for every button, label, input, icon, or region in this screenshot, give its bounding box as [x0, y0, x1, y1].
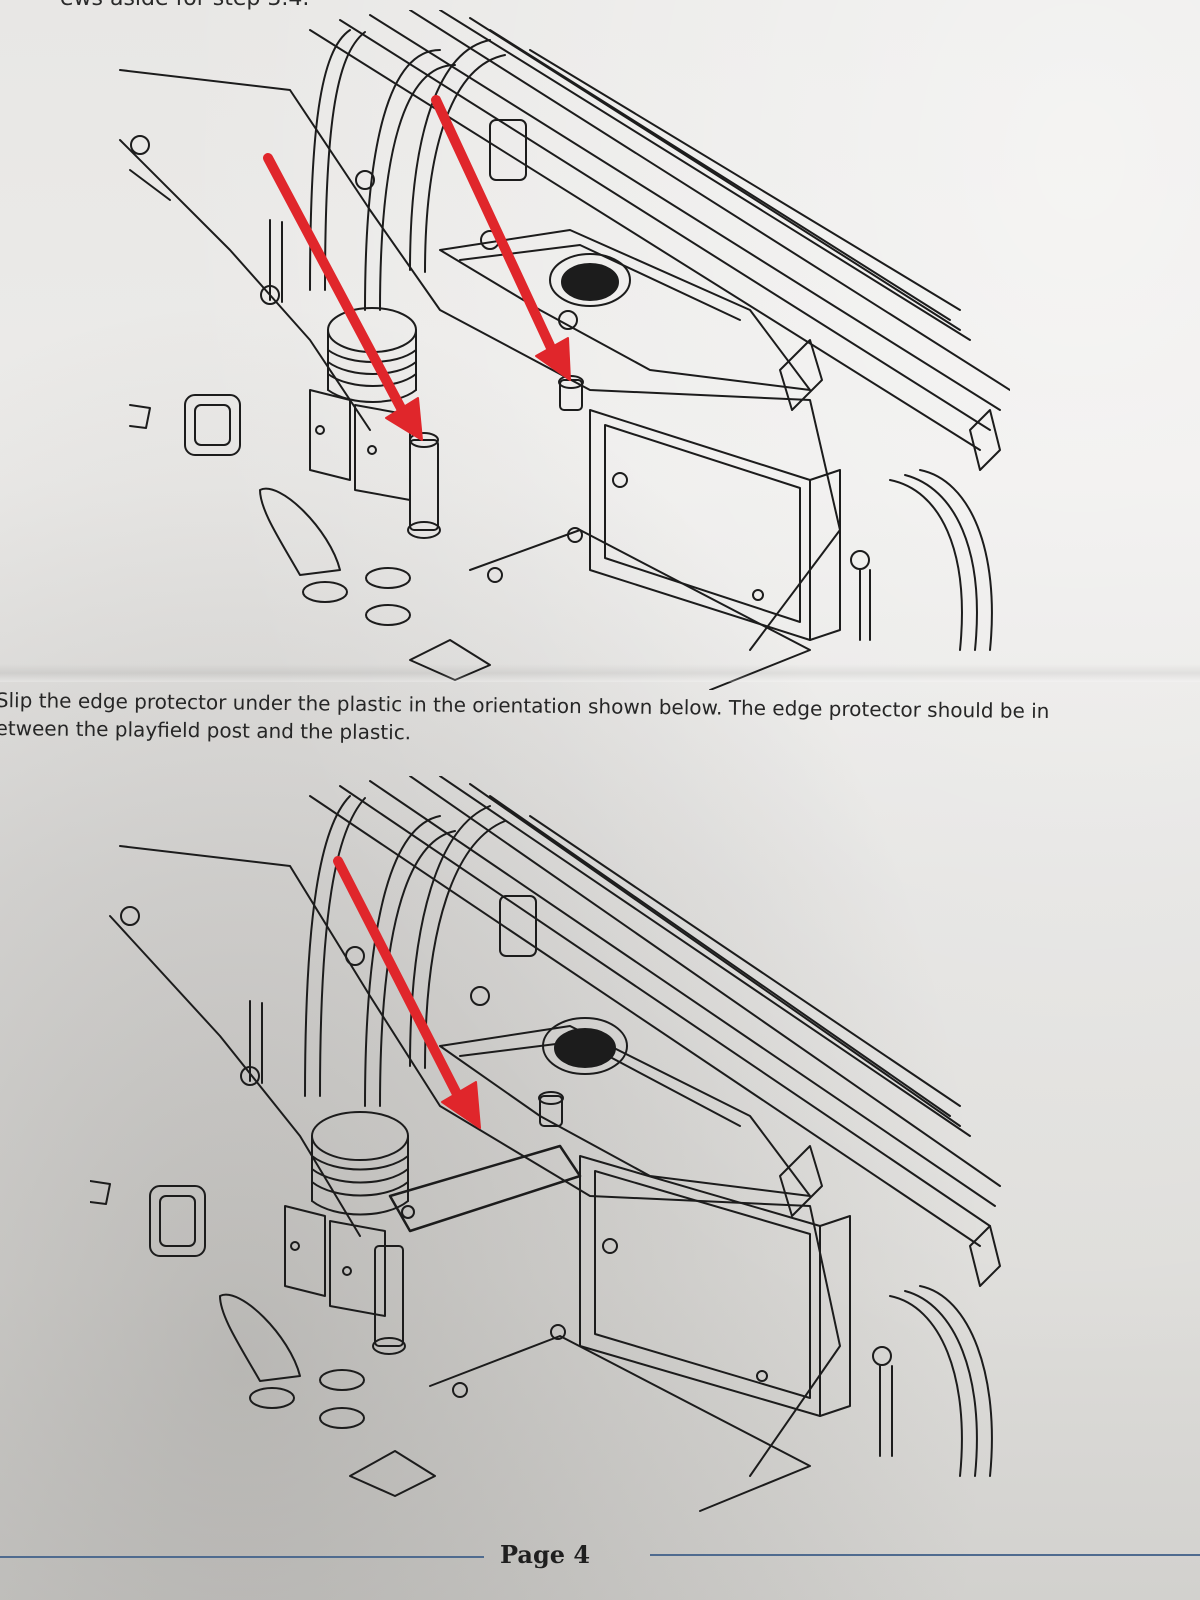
figure-after-drawing — [90, 776, 1001, 1512]
figure-before-drawing — [119, 10, 1010, 690]
figure-after — [90, 776, 1010, 1516]
paper-fold-shadow — [0, 664, 1200, 682]
arrow-group-after — [333, 856, 481, 1129]
page-footer: Page 4 — [0, 1536, 1200, 1576]
footer-rule-right — [650, 1554, 1200, 1556]
footer-rule-left — [0, 1556, 484, 1558]
arrow-group-before — [263, 95, 571, 441]
page-number-label: Page 4 — [500, 1540, 591, 1569]
cutoff-heading-text: ews aside for step 3.4. — [60, 0, 309, 11]
instruction-paragraph: Slip the edge protector under the plasti… — [0, 686, 1200, 755]
figure-before — [110, 10, 1010, 690]
